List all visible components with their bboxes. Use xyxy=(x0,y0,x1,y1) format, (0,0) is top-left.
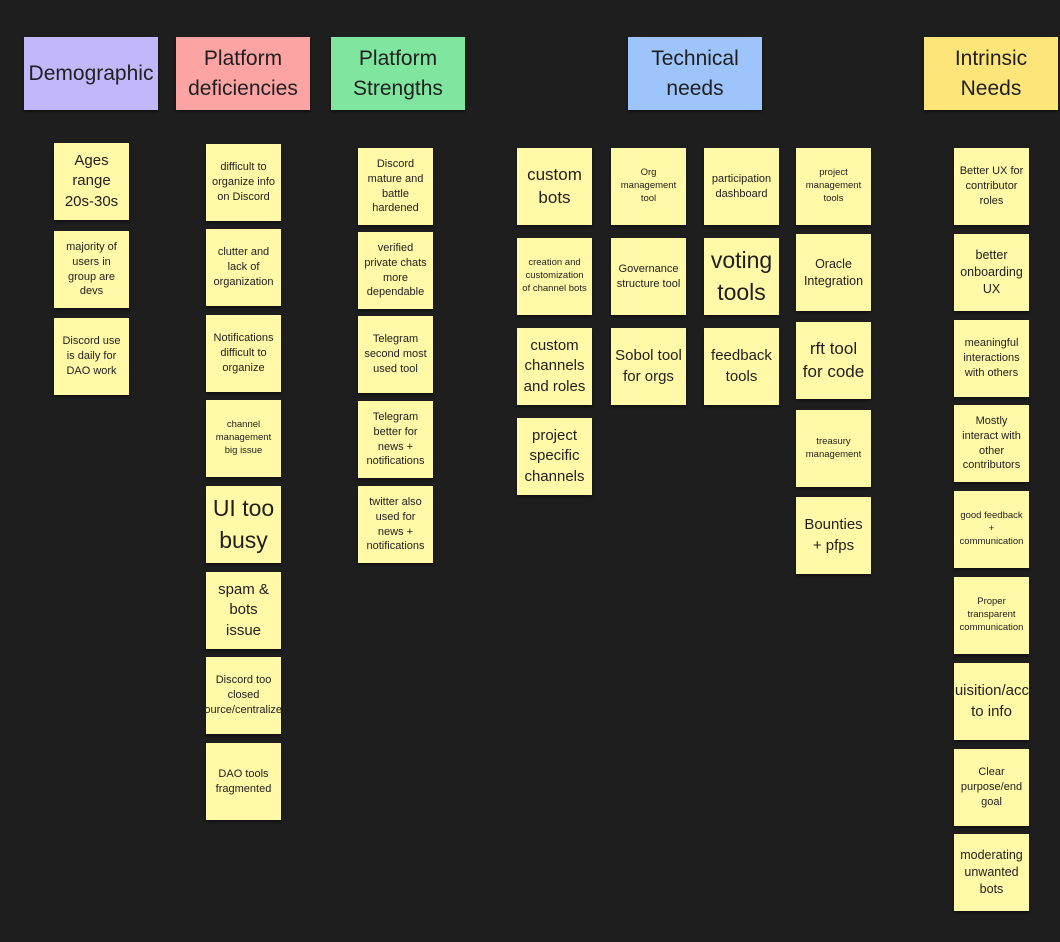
sticky-note-text: participation dashboard xyxy=(711,172,772,200)
sticky-note[interactable]: feedback tools xyxy=(704,328,779,405)
sticky-note-text: Telegram better for news + notifications xyxy=(366,410,425,468)
sticky-note-text: Notifications difficult to organize xyxy=(213,332,274,374)
sticky-note-text: Ages range 20s-30s xyxy=(64,152,119,210)
sticky-note-text: meaningful interactions with others xyxy=(963,337,1020,379)
sticky-note-text: majority of users in group are devs xyxy=(66,240,117,298)
sticky-note-text: project management tools xyxy=(805,167,862,204)
sticky-note-text: Discord mature and battle hardened xyxy=(367,157,424,215)
header-label: Intrinsic Needs xyxy=(954,47,1028,100)
sticky-note-text: Oracle Integration xyxy=(803,256,864,288)
sticky-note[interactable]: Telegram better for news + notifications xyxy=(358,401,433,478)
sticky-note-text: creation and customization of channel bo… xyxy=(522,257,587,294)
sticky-note-text: Clear purpose/end goal xyxy=(960,766,1023,808)
header-intrinsic-needs[interactable]: Intrinsic Needs xyxy=(924,37,1058,110)
sticky-note[interactable]: Mostly interact with other contributors xyxy=(954,405,1029,482)
sticky-note-text: good feedback + communication xyxy=(959,510,1024,547)
sticky-note[interactable]: voting tools xyxy=(704,238,779,315)
header-label: Technical needs xyxy=(651,47,739,100)
sticky-note[interactable]: DAO tools fragmented xyxy=(206,743,281,820)
sticky-note[interactable]: creation and customization of channel bo… xyxy=(517,238,592,315)
header-label: Demographic xyxy=(28,61,154,85)
sticky-note[interactable]: Notifications difficult to organize xyxy=(206,315,281,392)
sticky-note[interactable]: project specific channels xyxy=(517,418,592,495)
sticky-note-text: acquisition/access to info xyxy=(930,682,1053,720)
sticky-note[interactable]: moderating unwanted bots xyxy=(954,834,1029,911)
sticky-note-text: Discord use is daily for DAO work xyxy=(62,335,121,377)
sticky-note[interactable]: treasury management xyxy=(796,410,871,487)
header-technical-needs[interactable]: Technical needs xyxy=(628,37,762,110)
sticky-note-text: DAO tools fragmented xyxy=(215,767,272,795)
header-label: Platform Strengths xyxy=(353,47,443,100)
sticky-note-text: rft tool for code xyxy=(802,338,865,381)
sticky-note[interactable]: Oracle Integration xyxy=(796,234,871,311)
sticky-note[interactable]: Sobol tool for orgs xyxy=(611,328,686,405)
sticky-note[interactable]: spam & bots issue xyxy=(206,572,281,649)
sticky-note-text: Better UX for contributor roles xyxy=(959,165,1024,207)
sticky-note-text: verified private chats more dependable xyxy=(364,241,427,299)
sticky-note[interactable]: twitter also used for news + notificatio… xyxy=(358,486,433,563)
sticky-note[interactable]: project management tools xyxy=(796,148,871,225)
sticky-note-text: UI too busy xyxy=(212,494,275,553)
sticky-note[interactable]: Org management tool xyxy=(611,148,686,225)
sticky-note[interactable]: Ages range 20s-30s xyxy=(54,143,129,220)
sticky-note[interactable]: better onboarding UX xyxy=(954,234,1029,311)
sticky-note[interactable]: custom channels and roles xyxy=(517,328,592,405)
header-demographic[interactable]: Demographic xyxy=(24,37,158,110)
sticky-note[interactable]: Proper transparent communication xyxy=(954,577,1029,654)
sticky-note[interactable]: Bounties + pfps xyxy=(796,497,871,574)
sticky-note-text: custom bots xyxy=(527,164,582,207)
sticky-note-text: Governance structure tool xyxy=(616,262,681,290)
sticky-note-text: Telegram second most used tool xyxy=(364,333,427,375)
sticky-note[interactable]: rft tool for code xyxy=(796,322,871,399)
sticky-note[interactable]: Discord too closed source/centralized xyxy=(199,657,288,734)
sticky-note-text: Discord too closed source/centralized xyxy=(198,674,289,716)
sticky-note-text: voting tools xyxy=(710,246,773,305)
sticky-note[interactable]: Discord mature and battle hardened xyxy=(358,148,433,225)
sticky-note-text: Org management tool xyxy=(620,167,677,204)
sticky-note[interactable]: difficult to organize info on Discord xyxy=(206,144,281,221)
sticky-note[interactable]: clutter and lack of organization xyxy=(206,229,281,306)
sticky-note-text: clutter and lack of organization xyxy=(213,246,274,288)
sticky-note-text: feedback tools xyxy=(711,347,772,385)
sticky-note[interactable]: Governance structure tool xyxy=(611,238,686,315)
sticky-note-text: twitter also used for news + notificatio… xyxy=(366,495,425,553)
sticky-note-text: Sobol tool for orgs xyxy=(615,347,682,385)
header-label: Platform deficiencies xyxy=(188,47,298,100)
sticky-note[interactable]: Telegram second most used tool xyxy=(358,316,433,393)
sticky-note-text: Bounties + pfps xyxy=(804,516,863,554)
sticky-note-text: project specific channels xyxy=(524,427,585,485)
sticky-note[interactable]: verified private chats more dependable xyxy=(358,232,433,309)
sticky-note[interactable]: good feedback + communication xyxy=(954,491,1029,568)
sticky-note[interactable]: Better UX for contributor roles xyxy=(954,148,1029,225)
sticky-note[interactable]: UI too busy xyxy=(206,486,281,563)
sticky-note-text: Proper transparent communication xyxy=(959,596,1024,633)
sticky-note[interactable]: custom bots xyxy=(517,148,592,225)
sticky-note[interactable]: meaningful interactions with others xyxy=(954,320,1029,397)
sticky-note[interactable]: Discord use is daily for DAO work xyxy=(54,318,129,395)
sticky-note[interactable]: Clear purpose/end goal xyxy=(954,749,1029,826)
sticky-note-text: moderating unwanted bots xyxy=(960,848,1023,896)
sticky-note-text: better onboarding UX xyxy=(960,248,1023,296)
sticky-note-text: difficult to organize info on Discord xyxy=(212,161,275,203)
sticky-note[interactable]: channel management big issue xyxy=(206,400,281,477)
sticky-note-text: custom channels and roles xyxy=(523,337,586,395)
sticky-note[interactable]: majority of users in group are devs xyxy=(54,231,129,308)
sticky-note[interactable]: acquisition/access to info xyxy=(931,663,1052,740)
sticky-note-text: spam & bots issue xyxy=(218,581,269,639)
sticky-note[interactable]: participation dashboard xyxy=(704,148,779,225)
sticky-note-text: Mostly interact with other contributors xyxy=(962,414,1021,472)
header-platform-strengths[interactable]: Platform Strengths xyxy=(331,37,465,110)
sticky-note-text: treasury management xyxy=(805,435,862,460)
sticky-note-text: channel management big issue xyxy=(215,419,272,456)
header-platform-deficiencies[interactable]: Platform deficiencies xyxy=(176,37,310,110)
